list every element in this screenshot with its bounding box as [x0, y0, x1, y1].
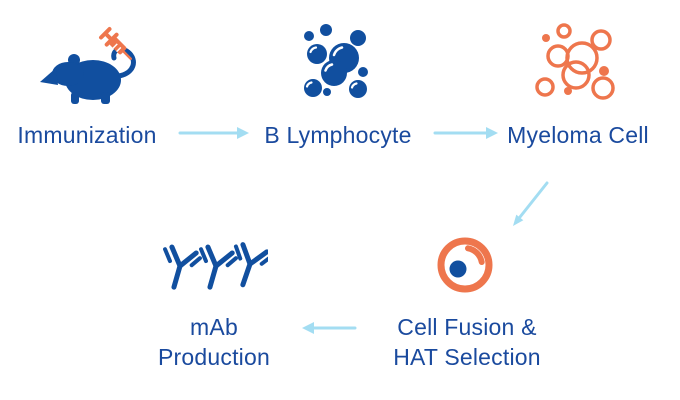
step-label-b-lymphocyte: B Lymphocyte: [264, 122, 412, 148]
arrow-left-icon: [302, 322, 357, 334]
antibodies-icon: [163, 242, 268, 290]
step-label-cell-fusion: Cell Fusion & HAT Selection: [377, 312, 557, 372]
cell-fusion-icon: [437, 237, 493, 293]
step-label-line: Production: [158, 344, 270, 370]
b-lymphocyte-cells-icon: [304, 24, 368, 98]
step-label-mab-production: mAb Production: [124, 312, 304, 372]
arrow-down-left-icon: [513, 181, 549, 226]
arrow-right-icon: [178, 127, 249, 139]
step-label-line: Cell Fusion &: [397, 314, 537, 340]
step-label-line: HAT Selection: [393, 344, 541, 370]
arrow-right-icon: [433, 127, 498, 139]
step-label-line: mAb: [190, 314, 238, 340]
mouse-syringe-icon: [40, 27, 136, 104]
step-label-myeloma-cell: Myeloma Cell: [507, 122, 649, 148]
step-label-immunization: Immunization: [17, 122, 157, 148]
myeloma-cells-icon: [535, 23, 615, 100]
